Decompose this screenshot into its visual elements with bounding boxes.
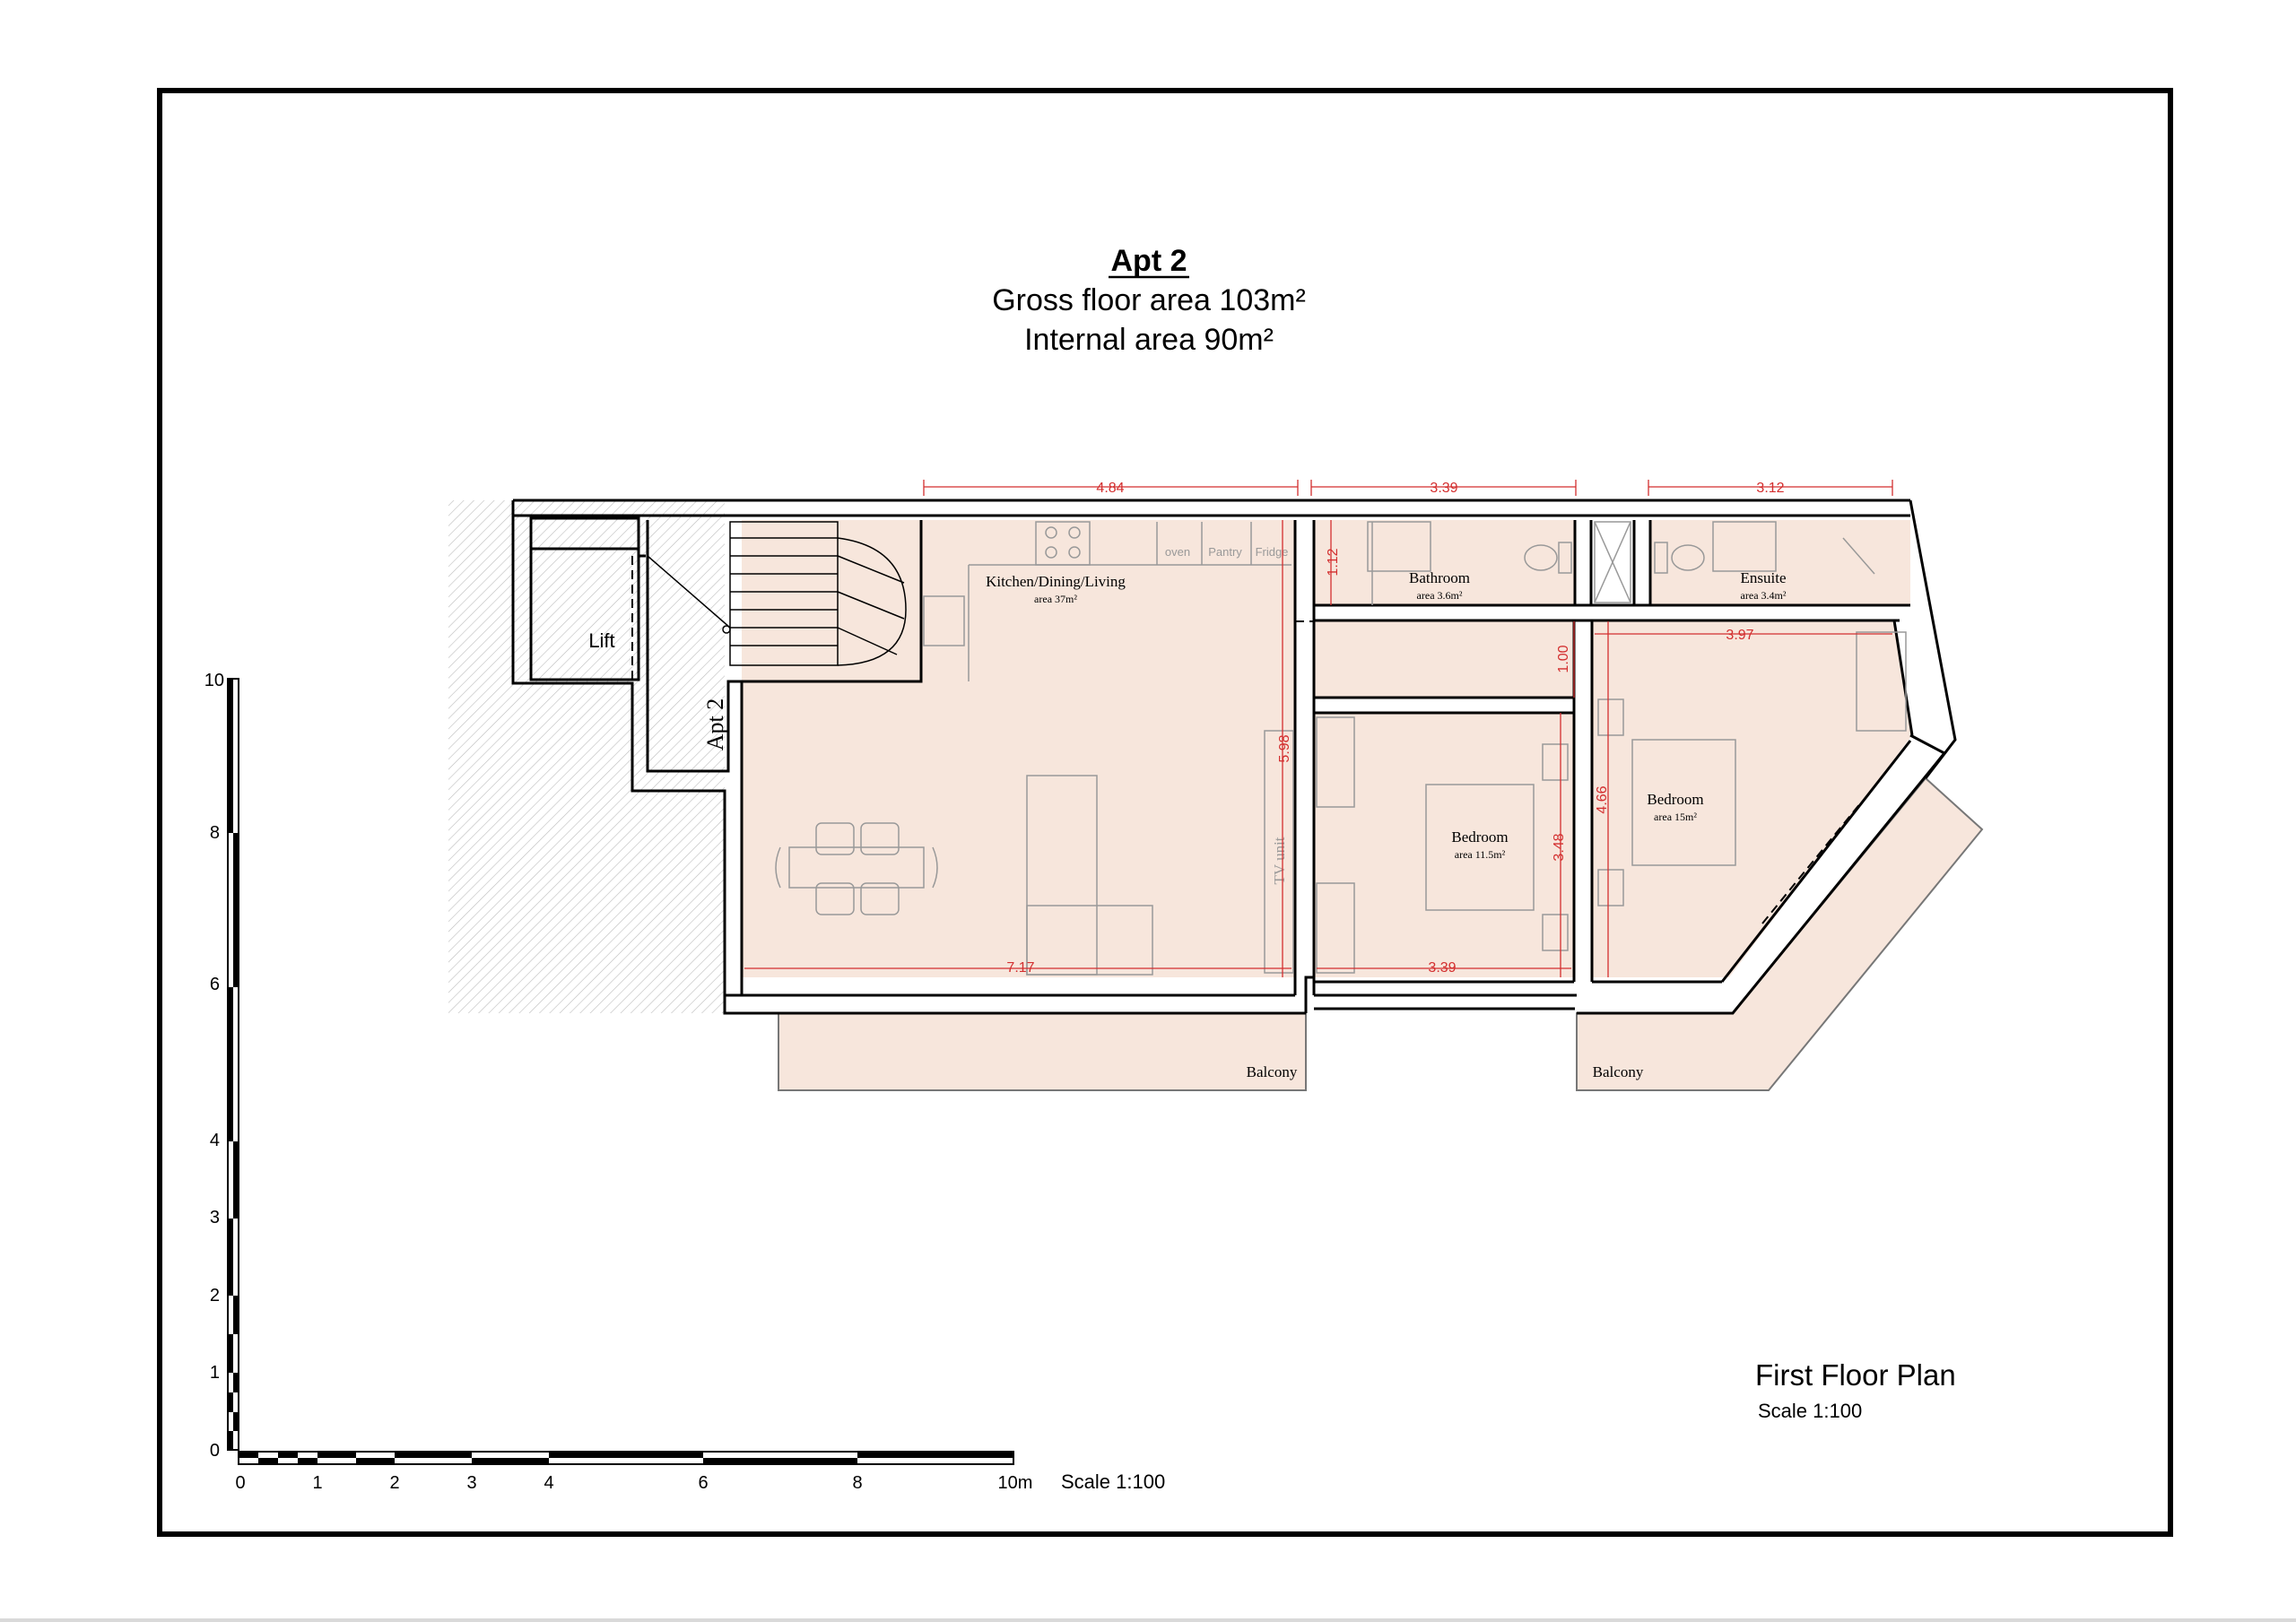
bedroom-1-name: Bedroom xyxy=(1451,828,1508,846)
page-bottom-bar xyxy=(0,1618,2296,1622)
kitchen-name: Kitchen/Dining/Living xyxy=(986,573,1126,590)
balcony-left-label: Balcony xyxy=(1247,1063,1298,1080)
dim-bedroom-1-width: 3.39 xyxy=(1428,960,1456,976)
corridor-room xyxy=(1314,621,1574,698)
tv-unit-label: TV unit xyxy=(1271,837,1288,884)
dim-bedroom-1-depth: 3.48 xyxy=(1552,833,1567,861)
hscale-tick-0: 0 xyxy=(235,1473,245,1493)
pantry-label: Pantry xyxy=(1208,545,1242,559)
internal-area: Internal area 90m² xyxy=(1024,323,1274,357)
hscale-tick-2: 2 xyxy=(389,1473,399,1493)
bathroom-area: area 3.6m² xyxy=(1417,589,1463,602)
ensuite-name: Ensuite xyxy=(1741,569,1787,586)
bedroom-furniture xyxy=(1316,631,1907,974)
kitchen-area: area 37m² xyxy=(1034,593,1077,605)
vscale-tick-0: 0 xyxy=(210,1441,220,1461)
vscale-tick-2: 2 xyxy=(210,1286,220,1305)
vertical-scale-labels: 10 8 6 4 3 2 1 0 xyxy=(204,671,224,1461)
vscale-tick-3: 3 xyxy=(210,1208,220,1227)
bedroom-1-area: area 11.5m² xyxy=(1455,848,1506,861)
oven-label: oven xyxy=(1165,545,1190,559)
drawing-frame xyxy=(157,88,2173,1537)
staircase xyxy=(647,521,907,666)
walls xyxy=(511,499,1957,1015)
vscale-tick-4: 4 xyxy=(210,1131,220,1150)
bedroom-2-name: Bedroom xyxy=(1647,791,1703,808)
vscale-tick-6: 6 xyxy=(210,975,220,994)
scale-bar-label: Scale 1:100 xyxy=(1061,1470,1165,1493)
hatched-party-wall-area xyxy=(448,500,725,1013)
balcony-left-area xyxy=(778,1012,1307,1091)
ensuite-area: area 3.4m² xyxy=(1741,589,1787,602)
vscale-tick-1: 1 xyxy=(210,1363,220,1383)
apartment-title: Apt 2 xyxy=(1111,244,1187,278)
dim-bathroom-depth: 1.12 xyxy=(1326,548,1341,576)
hscale-tick-6: 6 xyxy=(698,1473,708,1493)
bedroom-1-room xyxy=(1314,713,1574,977)
dim-kitchen-depth: 5.98 xyxy=(1277,734,1292,762)
dim-bedroom-2-width: 3.97 xyxy=(1726,628,1753,643)
kitchen-upper-room xyxy=(921,520,1295,686)
apt-entry-label: Apt 2 xyxy=(702,698,728,751)
vertical-scale-bar xyxy=(227,678,239,1451)
hscale-tick-4: 4 xyxy=(544,1473,553,1493)
plan-title: First Floor Plan xyxy=(1755,1358,1956,1392)
bathroom-room xyxy=(1314,520,1574,605)
bathroom-name: Bathroom xyxy=(1409,569,1470,586)
bedroom-2-area: area 15m² xyxy=(1654,811,1697,823)
dashed-openings xyxy=(631,556,1862,996)
dim-corridor: 1.00 xyxy=(1556,645,1571,672)
fridge-label: Fridge xyxy=(1256,545,1289,559)
horizontal-scale-labels: 0 1 2 3 4 6 8 10m xyxy=(235,1473,1032,1493)
dim-bedroom-2-depth: 4.66 xyxy=(1595,785,1610,813)
dim-top-bathroom: 3.39 xyxy=(1430,481,1457,496)
plan-scale: Scale 1:100 xyxy=(1758,1400,1862,1422)
hscale-tick-1: 1 xyxy=(312,1473,322,1493)
dimension-lines xyxy=(744,480,1893,977)
gross-floor-area: Gross floor area 103m² xyxy=(992,283,1306,317)
vscale-tick-8: 8 xyxy=(210,823,220,843)
vscale-tick-10: 10 xyxy=(204,671,224,690)
hscale-tick-8: 8 xyxy=(852,1473,862,1493)
balcony-right-label: Balcony xyxy=(1593,1063,1644,1080)
dim-top-ensuite: 3.12 xyxy=(1756,481,1784,496)
horizontal-scale-bar xyxy=(238,1451,1014,1465)
hscale-tick-3: 3 xyxy=(466,1473,476,1493)
lift-label: Lift xyxy=(588,629,614,652)
kitchen-furniture xyxy=(775,521,1294,976)
dim-kitchen-width: 7.17 xyxy=(1006,960,1034,976)
dim-top-kitchen: 4.84 xyxy=(1096,481,1124,496)
bedroom-2-room xyxy=(1592,621,1912,977)
bathroom-fixtures xyxy=(1367,521,1875,605)
hscale-tick-10m: 10m xyxy=(998,1473,1033,1493)
ensuite-room xyxy=(1650,520,1910,605)
